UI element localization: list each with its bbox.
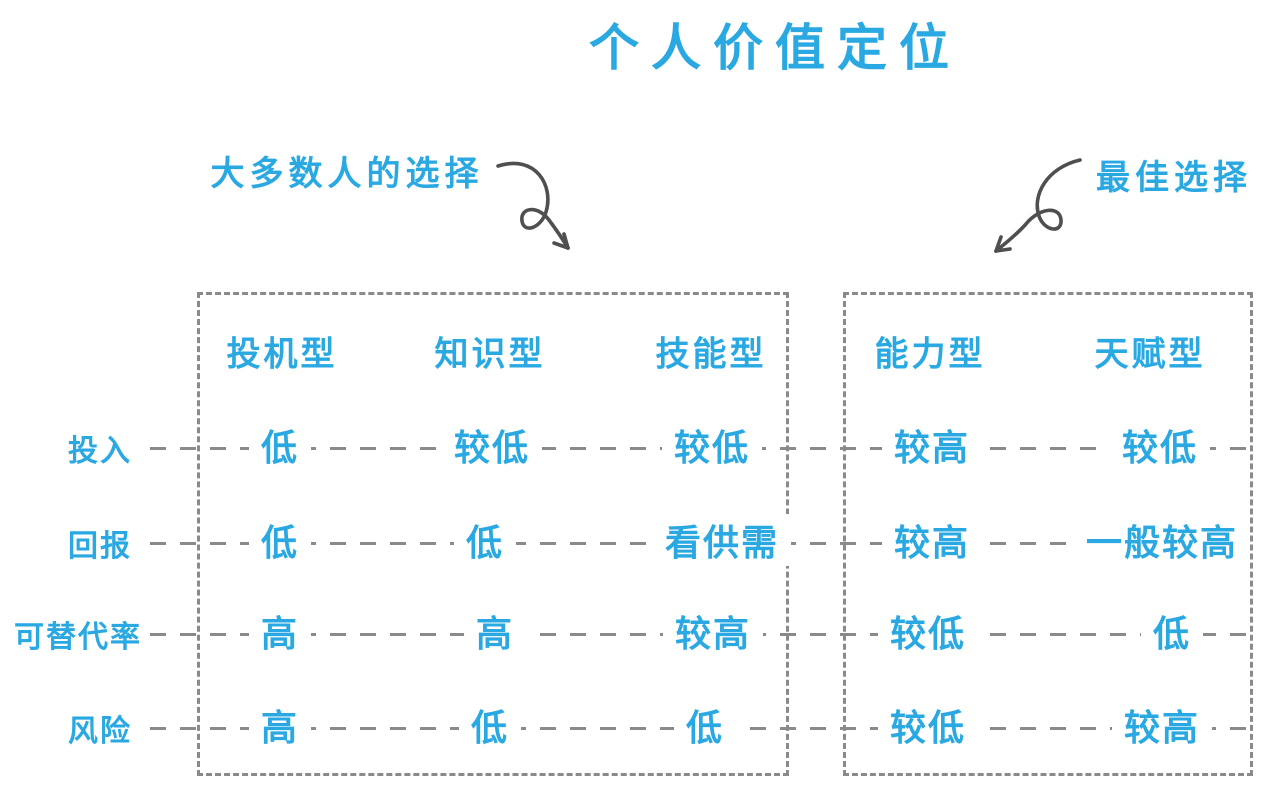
cell-replaceability-knowledge: 高 (463, 605, 527, 657)
cell-input-talent: 较低 (1109, 419, 1211, 471)
cell-input-ability: 较高 (881, 419, 983, 471)
cell-replaceability-skill: 较高 (662, 605, 764, 657)
cell-risk-skill: 低 (673, 699, 737, 751)
column-header-knowledge: 知识型 (434, 334, 546, 375)
cell-input-knowledge: 较低 (441, 419, 543, 471)
cell-return-speculative: 低 (248, 514, 312, 566)
column-header-skill: 技能型 (655, 334, 767, 375)
curved-arrow-down-right-icon (496, 161, 570, 250)
cell-input-skill: 较低 (661, 419, 763, 471)
annotation-most-people: 大多数人的选择 (210, 154, 484, 194)
cell-return-knowledge: 低 (453, 514, 517, 566)
annotation-best-choice: 最佳选择 (1096, 158, 1252, 198)
cell-risk-knowledge: 低 (458, 699, 522, 751)
column-header-ability: 能力型 (874, 334, 986, 375)
cell-risk-talent: 较高 (1111, 699, 1213, 751)
cell-risk-speculative: 高 (248, 699, 312, 751)
cell-risk-ability: 较低 (877, 699, 979, 751)
cell-return-skill: 看供需 (652, 514, 792, 566)
column-header-talent: 天赋型 (1094, 334, 1206, 375)
row-label-input: 投入 (60, 426, 140, 470)
cell-replaceability-ability: 较低 (877, 605, 979, 657)
cell-replaceability-speculative: 高 (248, 605, 312, 657)
best-choice-box (843, 292, 1253, 776)
cell-return-talent: 一般较高 (1073, 514, 1251, 566)
row-label-risk: 风险 (60, 706, 140, 750)
column-header-speculative: 投机型 (226, 334, 338, 375)
cell-replaceability-talent: 低 (1140, 605, 1204, 657)
curved-arrow-down-left-icon (994, 158, 1082, 253)
page-title: 个人价值定位 (589, 19, 961, 77)
cell-return-ability: 较高 (881, 514, 983, 566)
cell-input-speculative: 低 (248, 419, 312, 471)
row-label-replaceability: 可替代率 (6, 612, 150, 656)
row-label-return: 回报 (60, 521, 140, 565)
